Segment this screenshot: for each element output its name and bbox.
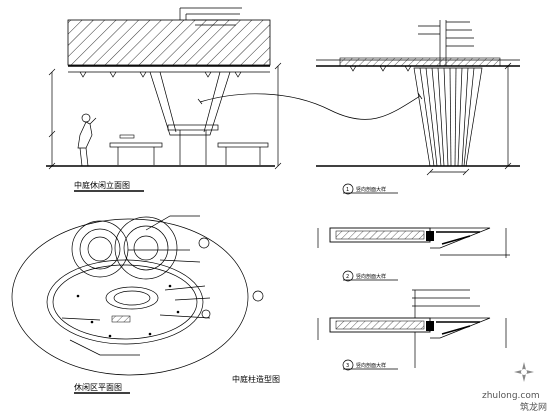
section-detail-2: 2 竖向剖面大样	[317, 270, 507, 368]
svg-text:竖向剖面大样: 竖向剖面大样	[356, 273, 386, 280]
svg-text:3: 3	[346, 363, 349, 369]
plan-outer-ellipse	[11, 218, 249, 376]
section-mark-3	[342, 359, 354, 371]
column-funnel	[413, 67, 483, 167]
watermark: zhulong.com 筑龙网	[482, 362, 547, 413]
column-detail-title: 中庭柱造型图	[232, 374, 280, 384]
svg-text:2: 2	[346, 274, 349, 280]
watermark-logo-icon	[514, 362, 534, 382]
plan-view: 休闲区平面图	[11, 215, 264, 394]
reference-curve	[199, 93, 421, 120]
round-seat-left	[71, 220, 129, 278]
section-mark-2	[342, 270, 354, 282]
svg-text:竖向剖面大样: 竖向剖面大样	[356, 362, 386, 369]
table-top	[167, 124, 219, 131]
section-mark-1	[342, 183, 354, 195]
atrium-elevation-view: 中庭休闲立面图	[46, 7, 282, 192]
plan-table	[105, 286, 159, 310]
section-detail-3: 3 竖向剖面大样	[342, 359, 398, 371]
plan-title: 休闲区平面图	[74, 382, 122, 392]
watermark-site: zhulong.com	[482, 391, 540, 401]
column-detail-view	[316, 20, 520, 176]
bench-right	[217, 142, 269, 148]
section-detail-1: 1 竖向剖面大样	[317, 183, 510, 258]
leader-lines	[179, 7, 242, 26]
plan-platform	[46, 259, 204, 345]
svg-text:竖向剖面大样: 竖向剖面大样	[356, 186, 386, 193]
ceiling-fixtures	[79, 71, 242, 78]
ceiling-beam	[339, 57, 501, 67]
svg-text:1: 1	[346, 187, 349, 193]
column-strips	[419, 67, 475, 167]
ceiling-slab	[67, 19, 271, 66]
watermark-brand: 筑龙网	[520, 401, 547, 413]
bench-left	[109, 142, 163, 148]
scale-figure	[77, 113, 97, 167]
canopy-funnel	[149, 71, 231, 136]
round-seat-right	[114, 216, 178, 280]
elevation-title: 中庭休闲立面图	[74, 180, 130, 190]
